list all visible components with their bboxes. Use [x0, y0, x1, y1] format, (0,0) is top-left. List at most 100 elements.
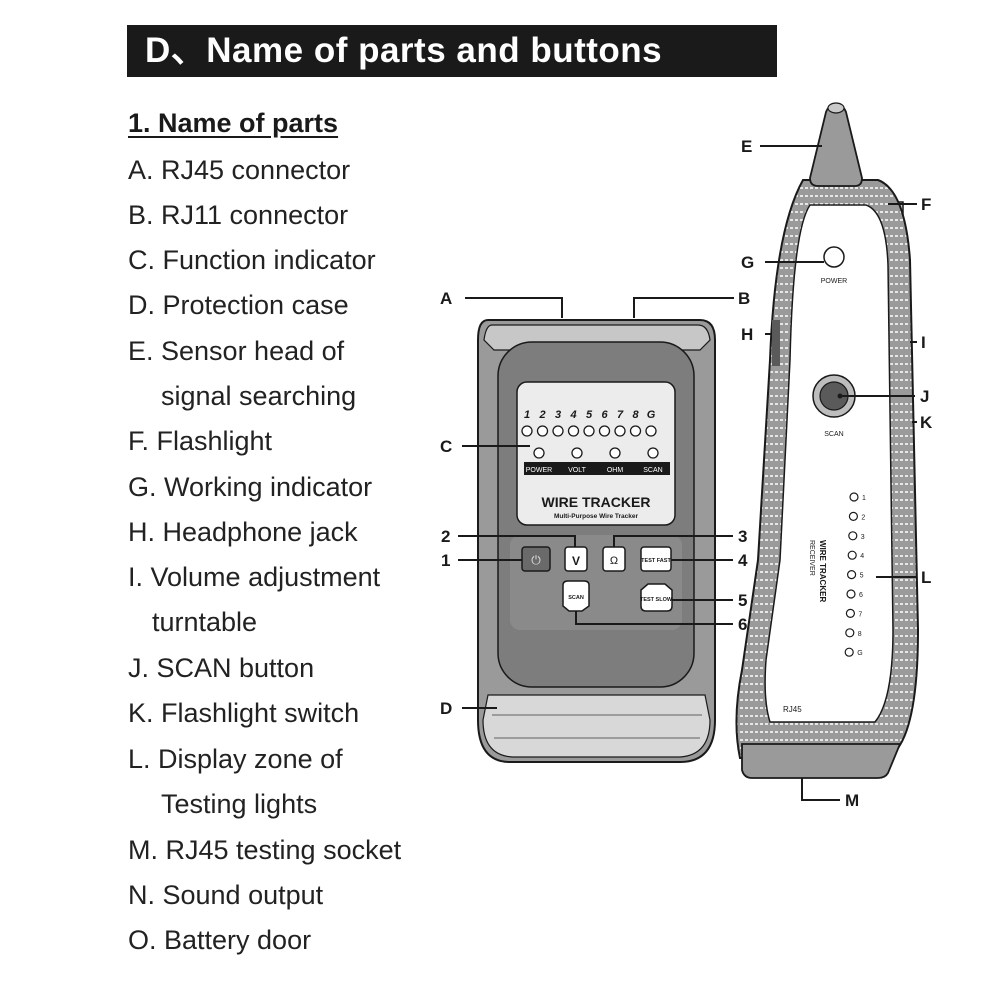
part-m: M. RJ45 testing socket [128, 835, 402, 865]
headphone-jack [772, 320, 780, 366]
transmitter-brand: WIRE TRACKER [542, 494, 651, 510]
test-slow-button[interactable]: TEST SLOW [640, 583, 673, 612]
callout-3: 3 [738, 527, 747, 546]
testing-light [848, 531, 858, 541]
callout-2: 2 [441, 527, 450, 546]
channel-led [629, 425, 642, 437]
scan-button-transmitter[interactable]: SCAN [562, 580, 590, 612]
testing-light [846, 589, 856, 599]
callout-c: C [440, 437, 452, 456]
callout-i: I [921, 333, 926, 352]
part-o: O. Battery door [128, 925, 312, 955]
channel-led [536, 425, 549, 437]
callout-5: 5 [738, 591, 747, 610]
channel-led [521, 425, 533, 437]
mode-label: VOLT [568, 467, 586, 474]
leader-a [465, 297, 563, 318]
leader-6 [575, 611, 733, 625]
testing-light [845, 628, 855, 638]
receiver-power-label: POWER [821, 278, 847, 285]
part-d: D. Protection case [128, 290, 349, 320]
scan-button-receiver[interactable] [812, 374, 856, 418]
testing-light-label: 3 [861, 534, 865, 541]
callout-lines [458, 145, 917, 801]
callout-4: 4 [738, 551, 748, 570]
callout-d: D [440, 699, 452, 718]
testing-light [845, 608, 856, 619]
scan-button-label: SCAN [568, 595, 584, 601]
leader-2 [458, 535, 576, 547]
testing-light-label: 1 [862, 495, 866, 502]
case-bottom-ridge [492, 714, 702, 739]
mode-led [647, 447, 659, 459]
part-l-continued: Testing lights [161, 789, 318, 819]
channel-digit: 6 [601, 409, 608, 421]
receiver-brand-line2: RECEIVER [808, 540, 815, 576]
test-fast-button[interactable]: TEST FAST [640, 546, 672, 572]
channel-led [598, 425, 611, 437]
part-b: B. RJ11 connector [128, 200, 349, 230]
transmitter-screen [516, 381, 676, 526]
testing-lights-column [844, 492, 859, 657]
leader-j-dot [837, 393, 843, 399]
testing-light [847, 550, 857, 560]
callout-f: F [921, 195, 931, 214]
part-f: F. Flashlight [128, 426, 273, 456]
channel-led-row [521, 425, 657, 437]
receiver-brand-line1: WIRE TRACKER [818, 540, 827, 602]
channel-digit: 3 [555, 409, 561, 421]
part-n: N. Sound output [128, 880, 324, 910]
channel-digit: G [647, 409, 656, 421]
mode-label-strip [524, 462, 670, 475]
channel-led [552, 425, 564, 437]
callout-e: E [741, 137, 752, 156]
test-fast-button-label: TEST FAST [641, 558, 671, 564]
sensor-head-tip [827, 102, 845, 114]
part-i-continued: turntable [152, 607, 258, 637]
callout-a: A [440, 289, 452, 308]
section-title-banner: D、Name of parts and buttons [127, 25, 777, 77]
callout-1: 1 [441, 551, 450, 570]
leader-m [801, 778, 840, 801]
channel-digit: 5 [586, 409, 593, 421]
testing-light [846, 569, 857, 580]
voltage-button-label: V [572, 554, 580, 568]
mode-label: SCAN [643, 467, 662, 474]
transmitter-subtitle: Multi-Purpose Wire Tracker [554, 513, 639, 520]
testing-light [849, 492, 859, 502]
channel-digit: 1 [524, 409, 530, 421]
channel-led [567, 425, 580, 437]
callout-labels: A B C D E F G H I J K L M 1 2 3 4 5 6 [440, 137, 933, 810]
testing-light-label: G [857, 650, 862, 657]
testing-light [848, 511, 859, 522]
part-e-continued: signal searching [161, 381, 357, 411]
mode-led [533, 447, 545, 459]
case-bottom-band [482, 694, 711, 758]
leader-b [633, 297, 734, 318]
channel-led [614, 425, 626, 437]
testing-light-label: 5 [860, 573, 864, 580]
mode-label: POWER [526, 467, 552, 474]
working-indicator-led [823, 246, 845, 268]
channel-digit: 4 [569, 409, 576, 421]
callout-k: K [920, 413, 933, 432]
callout-m: M [845, 791, 859, 810]
mode-led [571, 447, 583, 459]
channel-led [645, 425, 657, 437]
power-icon: ⏻ [531, 553, 541, 567]
power-button[interactable]: ⏻ [521, 546, 551, 572]
receiver-socket-label: RJ45 [783, 705, 802, 714]
callout-b: B [738, 289, 750, 308]
ohm-button[interactable]: Ω [602, 546, 626, 572]
callout-h: H [741, 325, 753, 344]
mode-led [609, 447, 621, 459]
section-title: D、Name of parts and buttons [145, 31, 663, 70]
voltage-button[interactable]: V [564, 546, 588, 572]
